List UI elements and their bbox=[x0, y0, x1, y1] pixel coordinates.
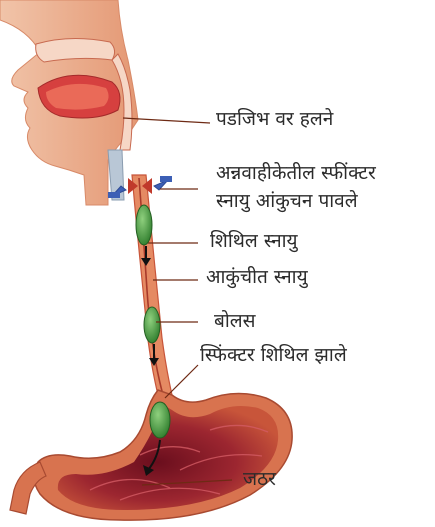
label-relaxed-muscle: शिथिल स्नायु bbox=[210, 232, 298, 251]
label-sphincter-relaxed: स्फिंक्टर शिथिल झाले bbox=[200, 346, 347, 365]
label-soft-palate: पडजिभ वर हलने bbox=[216, 110, 333, 129]
label-sphincter-line1: अन्नवाहीकेतील स्फींक्टर bbox=[216, 164, 376, 183]
label-stomach: जठर bbox=[243, 470, 276, 489]
label-sphincter-line2: स्नायु आंकुचन पावले bbox=[216, 192, 358, 211]
head-profile bbox=[0, 0, 138, 205]
label-contracted-muscle: आकुंचीत स्नायु bbox=[206, 268, 308, 287]
label-bolus: बोलस bbox=[214, 312, 256, 331]
stomach bbox=[10, 390, 292, 520]
leader-sphincter-relaxed bbox=[165, 365, 198, 398]
